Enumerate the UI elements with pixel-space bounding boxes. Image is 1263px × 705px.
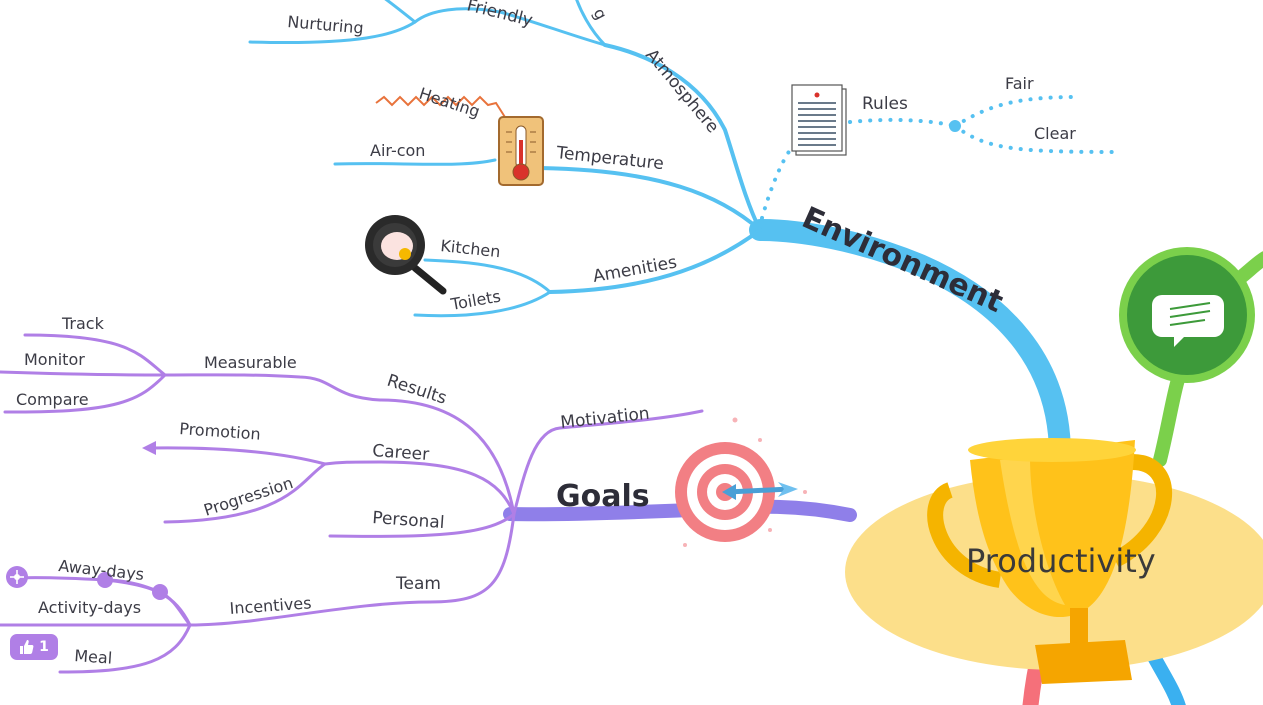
away-days-handle-1[interactable] xyxy=(97,572,113,588)
friendly-label[interactable]: Friendly xyxy=(465,0,535,31)
frying-pan-icon xyxy=(365,215,447,295)
kitchen-label[interactable]: Kitchen xyxy=(440,236,502,261)
nurturing-label[interactable]: Nurturing xyxy=(287,12,365,38)
clear-label[interactable]: Clear xyxy=(1034,124,1076,143)
measurable-label[interactable]: Measurable xyxy=(204,353,297,372)
away-days-handle-2[interactable] xyxy=(152,584,168,600)
target-icon xyxy=(675,417,807,547)
central-topic[interactable]: Productivity xyxy=(845,438,1263,684)
activity-days-label[interactable]: Activity-days xyxy=(38,598,141,617)
compare-label[interactable]: Compare xyxy=(16,390,89,409)
atmosphere-label[interactable]: Atmosphere xyxy=(641,45,722,137)
toilets-label[interactable]: Toilets xyxy=(448,287,502,315)
motivation-label[interactable]: Motivation xyxy=(559,404,650,433)
personal-label[interactable]: Personal xyxy=(372,508,446,533)
career-label[interactable]: Career xyxy=(372,441,430,465)
speech-bubble-icon[interactable] xyxy=(1119,247,1255,383)
atmosphere-cut-label[interactable]: g xyxy=(589,5,611,23)
goals-label[interactable]: Goals xyxy=(556,479,650,514)
promotion-arrowhead xyxy=(142,441,156,455)
environment-branch[interactable] xyxy=(248,0,1071,466)
environment-label[interactable]: Environment xyxy=(797,200,1008,320)
rules-node-dot[interactable] xyxy=(949,120,961,132)
rules-branch[interactable] xyxy=(760,95,1117,220)
move-icon[interactable] xyxy=(6,566,28,588)
thumbs-up-icon xyxy=(20,640,34,654)
air-con-label[interactable]: Air-con xyxy=(370,141,425,160)
monitor-label[interactable]: Monitor xyxy=(24,350,85,369)
trophy-icon xyxy=(927,438,1172,684)
central-topic-label[interactable]: Productivity xyxy=(966,542,1156,580)
thermometer-icon xyxy=(498,116,544,186)
document-icon xyxy=(791,84,847,156)
team-label[interactable]: Team xyxy=(395,574,441,594)
rules-label[interactable]: Rules xyxy=(862,94,908,114)
like-count: 1 xyxy=(39,639,49,655)
fair-label[interactable]: Fair xyxy=(1005,74,1034,93)
track-label[interactable]: Track xyxy=(61,314,105,333)
promotion-label[interactable]: Promotion xyxy=(179,419,262,444)
heating-label[interactable]: Heating xyxy=(417,84,483,121)
like-badge[interactable]: 1 xyxy=(10,634,58,660)
meal-label[interactable]: Meal xyxy=(74,646,113,668)
heating-line[interactable] xyxy=(375,95,511,126)
